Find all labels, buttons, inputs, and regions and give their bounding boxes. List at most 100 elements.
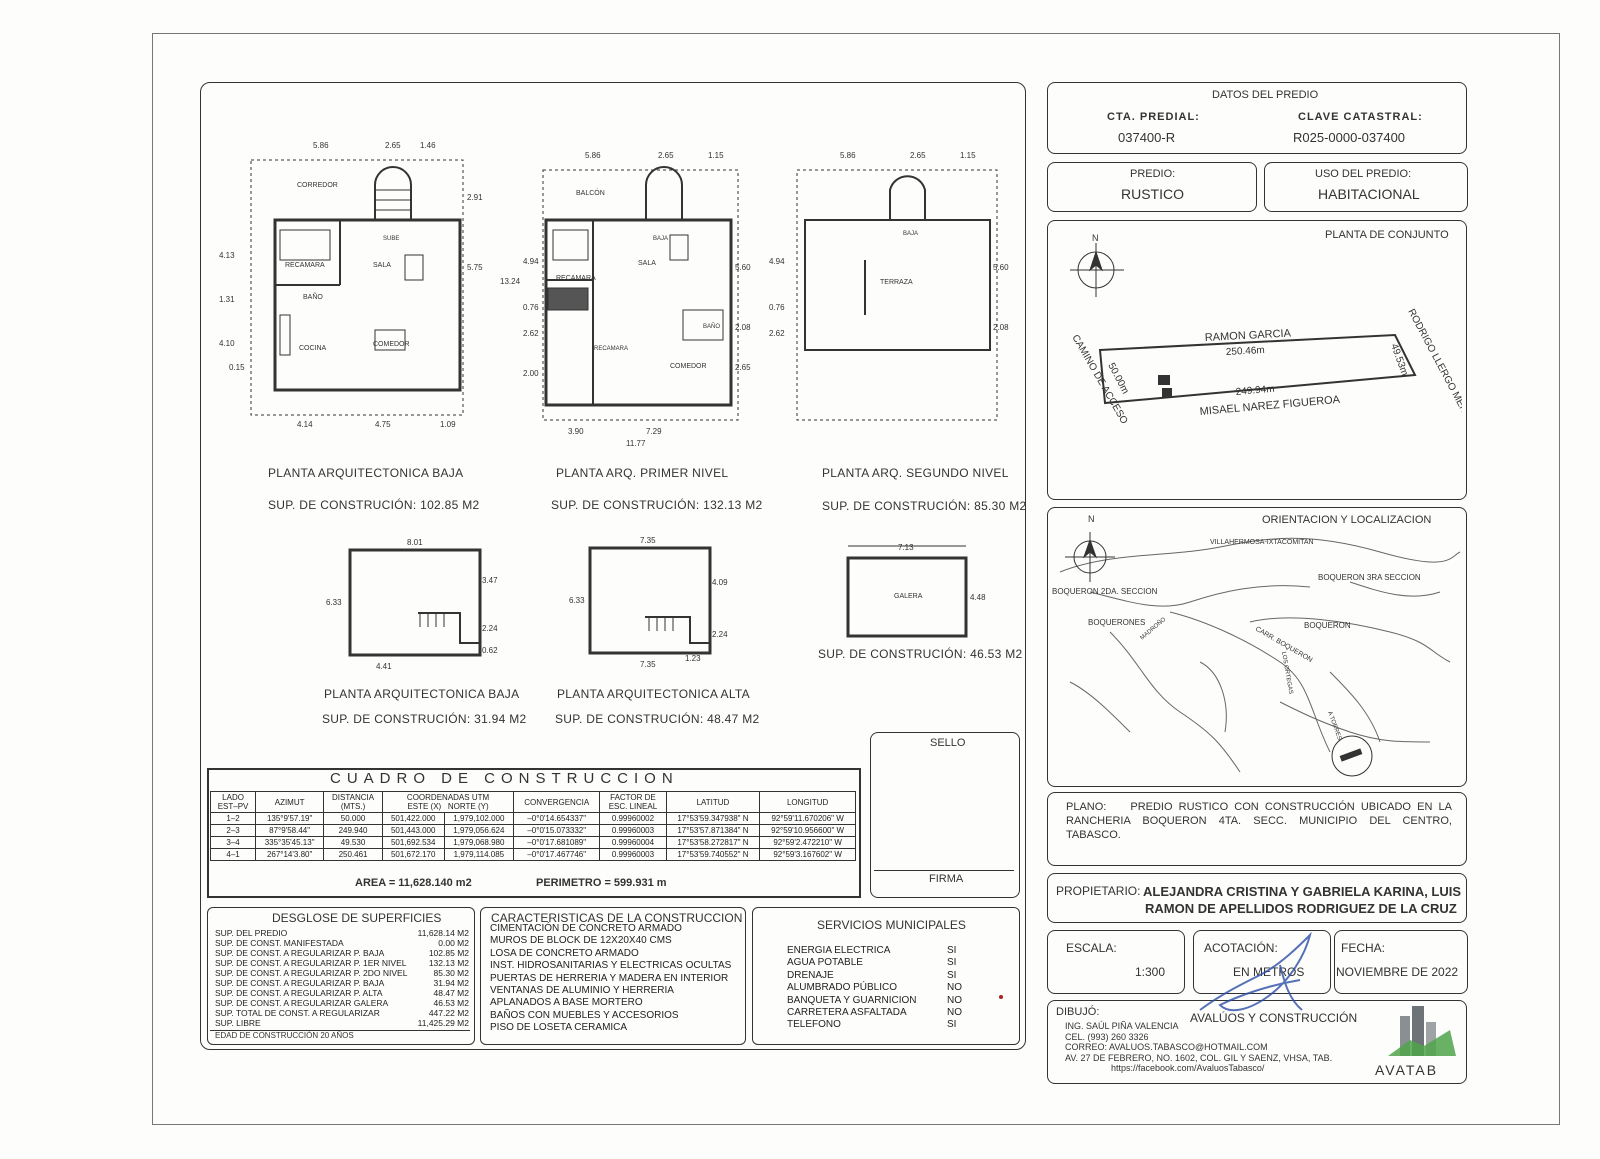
sheet-border [152,33,1560,1125]
servicio-name: CARRETERA ASFALTADA [787,1007,907,1019]
room-label: COCINA [299,345,327,352]
north-arrow-icon [1065,532,1115,582]
cuadro-cell: 50.000 [323,812,383,825]
dim-top: 2.65 [385,141,401,150]
dim-bottom: 7.29 [646,427,662,436]
firma-line [874,870,1014,871]
cuadro-cell: 17°53'58.272817" N [665,836,761,849]
cuadro-cell: 335°35'45.13" [255,836,325,849]
cuadro-cell: 0.99960004 [599,836,667,849]
cuadro-cell: 4–1 [209,848,257,861]
map-label: A TORRES [1326,711,1342,741]
desglose-row-label: SUP. DEL PREDIO [215,928,288,938]
servicio-status: SI [947,957,957,969]
cuadro-frame [207,768,861,898]
galera-sup: SUP. DE CONSTRUCIÓN: 46.53 M2 [818,647,1023,661]
cuadro-cell: 135°9'57.19" [255,812,325,825]
room-label: SALA [373,262,391,269]
cuadro-cell: –0°0'17.681089" [513,836,601,849]
dibujo-company: AVALÚOS Y CONSTRUCCIÓN [1190,1011,1358,1025]
dim: 3.47 [482,576,498,585]
desglose-row-label: SUP. DE CONST. A REGULARIZAR GALERA [215,998,389,1008]
cuadro-area: AREA = 11,628.140 m2 [355,877,472,889]
room-label: BAJA [653,236,668,242]
room-label: RECAMARA [594,346,628,352]
firma-label: FIRMA [929,873,964,885]
desglose-row-label: SUP. TOTAL DE CONST. A REGULARIZAR [215,1008,380,1018]
dim-right: 5.60 [735,263,751,272]
propietario-line1: ALEJANDRA CRISTINA Y GABRIELA KARINA, LU… [1143,884,1462,899]
dim: 7.35 [640,660,656,669]
localizacion-box [1047,507,1467,787]
desglose-row: SUP. DE CONST. A REGULARIZAR P. 1ER NIVE… [215,958,469,968]
cuadro-cell: 1,979,068.980 [443,836,515,849]
planta-segundo-title: PLANTA ARQ. SEGUNDO NIVEL [822,466,1009,480]
propietario-label: PROPIETARIO: [1056,884,1141,898]
cuadro-cell: 249.940 [323,824,383,837]
dim-left: 4.94 [769,257,785,266]
room-label: BAJA [903,231,918,237]
cuadro-cell: 1,979,114.085 [443,848,515,861]
anexo-baja-sup: SUP. DE CONSTRUCIÓN: 31.94 M2 [322,712,527,726]
anexo-alta-drawing: 7.35 6.33 4.09 2.24 7.35 1.23 [569,536,728,669]
planta-segundo-sup: SUP. DE CONSTRUCIÓN: 85.30 M2 [822,499,1027,513]
map-label: BOQUERON [1304,621,1351,630]
desglose-row-value: 46.53 M2 [433,998,469,1008]
propietario-box [1047,873,1467,923]
dim: 6.33 [569,596,585,605]
dibujo-line: ING. SAÚL PIÑA VALENCIA [1065,1021,1179,1031]
cuadro-cell: 17°53'59.740552" N [665,848,761,861]
dim-left: 2.62 [769,329,785,338]
col-convergencia: CONVERGENCIA [513,791,601,813]
dim-left: 4.10 [219,339,235,348]
caracteristica-item: BAÑOS CON MUEBLES Y ACCESORIOS [490,1009,679,1021]
caracteristica-item: PUERTAS DE HERRERIA Y MADERA EN INTERIOR [490,972,729,984]
datos-box [1047,82,1467,154]
col-distancia: DISTANCIA(MTS.) [323,791,383,813]
escala-label: ESCALA: [1066,941,1117,955]
uso-value: HABITACIONAL [1318,186,1420,202]
plano-text: PLANO:PREDIO RUSTICO CON CONSTRUCCIÓN UB… [1066,800,1452,842]
predio-box [1047,162,1257,212]
room-label: SUBE [383,236,399,242]
dim-left: 2.00 [523,369,539,378]
dim: 2.24 [482,624,498,633]
hdr-coordenadas: COORDENADAS UTM [406,793,490,802]
acotacion-box [1193,930,1331,994]
room-label: SALA [638,260,656,267]
dim: 1.23 [685,654,701,663]
predio-label: PREDIO: [1130,168,1176,180]
facebook-link[interactable]: https://facebook.com/AvaluosTabasco/ [1111,1063,1265,1073]
desglose-box [207,907,475,1045]
avatab-logo [1388,1006,1456,1056]
cuadro-cell: 1,979,056.624 [443,824,515,837]
sello-label: SELLO [930,737,966,749]
planta-baja-title: PLANTA ARQUITECTONICA BAJA [268,466,464,480]
servicio-name: AGUA POTABLE [787,957,863,969]
dim: 8.01 [407,538,423,547]
servicios-title: SERVICIOS MUNICIPALES [817,918,966,932]
dibujo-label: DIBUJÓ: [1056,1006,1100,1018]
desglose-row-value: 11,425.29 M2 [417,1018,469,1028]
north-label: N [1092,233,1099,243]
col-latitud: LATITUD [665,791,761,813]
signature [1199,931,1312,1012]
desglose-row: SUP. DE CONST. A REGULARIZAR GALERA 46.53… [215,998,469,1008]
dim-top: 1.15 [708,151,724,160]
desglose-row-label: SUP. DE CONST. MANIFESTADA [215,938,344,948]
conjunto-map: N RAMON GARCIA 250.46m 249.94m MISAEL NA… [1069,233,1462,440]
desglose-row-value: 132.13 M2 [428,958,469,968]
caracteristicas-title: CARACTERISTICAS DE LA CONSTRUCCION [491,911,743,925]
dim-left: 0.76 [523,303,539,312]
north-len: 250.46m [1226,345,1265,358]
caracteristica-item: PISO DE LOSETA CERAMICA [490,1022,628,1034]
cta-value: 037400-R [1118,130,1176,145]
room-label: CORREDOR [297,182,338,189]
